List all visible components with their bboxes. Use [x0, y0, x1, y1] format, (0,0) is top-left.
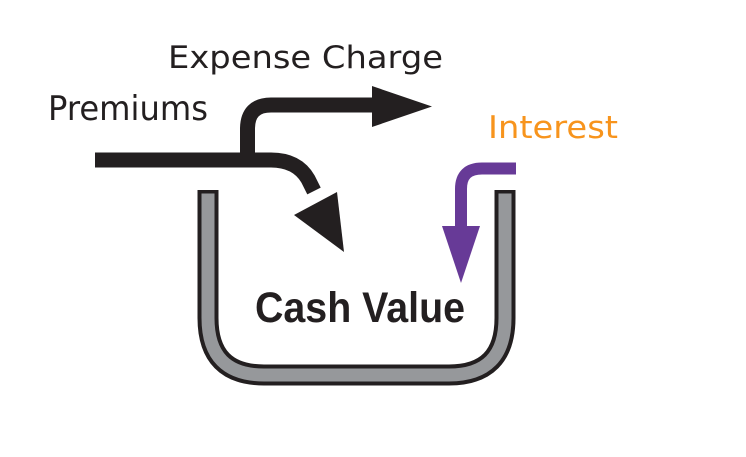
premium-to-cash-pipe — [250, 152, 321, 195]
interest-label: Interest — [488, 110, 618, 146]
cash-value-label: Cash Value — [255, 284, 465, 332]
expense-charge-label: Expense Charge — [168, 40, 443, 76]
interest-arrowhead-icon — [442, 226, 480, 283]
premium-to-cash-arrowhead-icon — [294, 192, 344, 252]
premiums-label: Premiums — [48, 89, 208, 129]
interest-pipe — [455, 162, 516, 228]
expense-charge-pipe — [240, 97, 374, 167]
bucket-wall — [201, 193, 512, 382]
expense-charge-arrowhead-icon — [372, 86, 432, 127]
